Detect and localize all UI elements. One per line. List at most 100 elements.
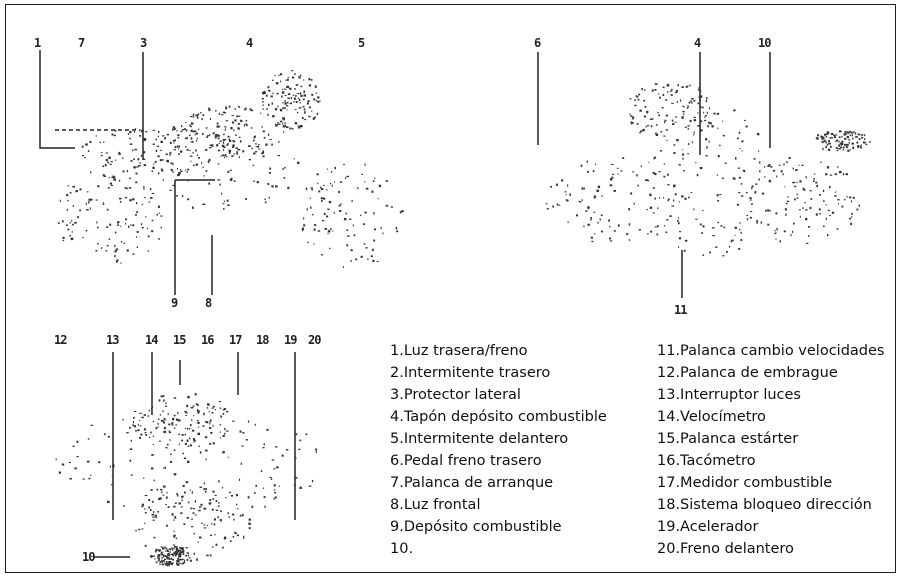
illustration-dot — [190, 445, 192, 447]
illustration-dot — [792, 181, 795, 184]
illustration-dot — [262, 447, 265, 449]
illustration-dot — [293, 97, 297, 100]
illustration-dot — [567, 221, 569, 224]
illustration-dot — [271, 143, 273, 146]
illustration-dot — [215, 543, 218, 546]
illustration-dot — [827, 234, 829, 237]
illustration-dot — [853, 131, 855, 133]
illustration-dot — [79, 209, 81, 212]
illustration-dot — [186, 517, 189, 519]
illustration-dot — [176, 130, 178, 132]
illustration-dot — [235, 134, 237, 136]
illustration-dot — [578, 200, 581, 203]
illustration-dot — [144, 512, 147, 514]
illustration-dot — [346, 175, 349, 178]
illustration-dot — [678, 246, 680, 248]
illustration-dot — [638, 93, 641, 96]
illustration-dot — [114, 129, 117, 132]
illustration-dot — [292, 76, 295, 79]
callout-12: 12 — [54, 333, 67, 347]
illustration-dot — [365, 247, 368, 249]
illustration-dot — [157, 426, 159, 428]
illustration-dot — [717, 155, 720, 158]
illustration-dot — [597, 185, 601, 188]
illustration-dot — [180, 150, 183, 153]
illustration-dot — [152, 516, 155, 518]
illustration-dot — [232, 513, 235, 516]
illustration-dot — [254, 151, 258, 153]
illustration-dot — [311, 93, 314, 96]
illustration-dot — [267, 182, 270, 185]
illustration-dot — [117, 221, 119, 224]
illustration-dot — [151, 500, 154, 503]
illustration-dot — [600, 214, 603, 217]
illustration-dot — [301, 229, 304, 232]
illustration-dot — [860, 144, 862, 147]
illustration-dot — [183, 562, 186, 564]
illustration-dot — [173, 552, 175, 554]
illustration-dot — [764, 176, 766, 178]
illustration-dot — [144, 522, 146, 525]
illustration-dot — [282, 107, 285, 110]
illustration-dot — [176, 195, 179, 197]
illustration-dot — [655, 124, 658, 126]
illustration-dot — [233, 129, 235, 132]
illustration-dot — [818, 208, 821, 211]
illustration-dot — [702, 210, 704, 212]
illustration-dot — [214, 135, 218, 138]
illustration-dot — [808, 235, 810, 237]
illustration-dot — [851, 212, 853, 215]
illustration-dot — [280, 80, 282, 83]
illustration-dot — [195, 132, 198, 135]
illustration-dot — [225, 107, 228, 110]
illustration-dot — [260, 112, 262, 114]
illustration-dot — [162, 135, 165, 137]
illustration-dot — [822, 140, 825, 143]
illustration-dot — [194, 393, 197, 396]
illustration-dot — [174, 551, 177, 554]
illustration-dot — [135, 172, 138, 175]
illustration-dot — [850, 222, 853, 226]
illustration-dot — [838, 148, 841, 150]
illustration-dot — [140, 223, 143, 226]
illustration-dot — [331, 184, 333, 187]
illustration-dot — [212, 490, 215, 493]
illustration-dot — [281, 91, 285, 94]
illustration-dot — [252, 164, 255, 166]
illustration-dot — [107, 161, 110, 164]
illustration-dot — [169, 432, 171, 434]
illustration-dot — [284, 88, 287, 90]
illustration-dot — [215, 509, 219, 511]
illustration-dot — [813, 180, 815, 183]
illustration-dot — [70, 237, 74, 241]
illustration-dot — [262, 101, 265, 103]
illustration-dot — [112, 465, 115, 468]
illustration-dot — [738, 176, 741, 179]
illustration-dot — [177, 549, 179, 552]
illustration-dot — [849, 130, 851, 133]
illustration-dot — [217, 137, 220, 140]
illustration-dot — [261, 151, 265, 154]
illustration-dot — [364, 211, 367, 214]
illustration-dot — [271, 478, 273, 480]
illustration-dot — [321, 199, 323, 202]
illustration-dot — [85, 229, 88, 232]
illustration-dot — [684, 126, 687, 128]
illustration-dot — [197, 408, 199, 412]
illustration-dot — [189, 489, 191, 491]
illustration-dot — [153, 536, 156, 539]
illustration-dot — [89, 207, 91, 210]
illustration-dot — [650, 230, 653, 233]
illustration-dot — [177, 174, 179, 177]
illustration-dot — [204, 436, 208, 439]
illustration-dot — [156, 145, 160, 147]
illustration-dot — [687, 143, 690, 145]
illustration-dot — [182, 552, 185, 555]
illustration-dot — [274, 492, 277, 494]
illustration-dot — [269, 89, 271, 92]
illustration-dot — [852, 196, 855, 199]
illustration-dot — [841, 205, 844, 208]
illustration-dot — [151, 454, 154, 456]
illustration-dot — [59, 199, 61, 202]
illustration-dot — [166, 561, 168, 563]
